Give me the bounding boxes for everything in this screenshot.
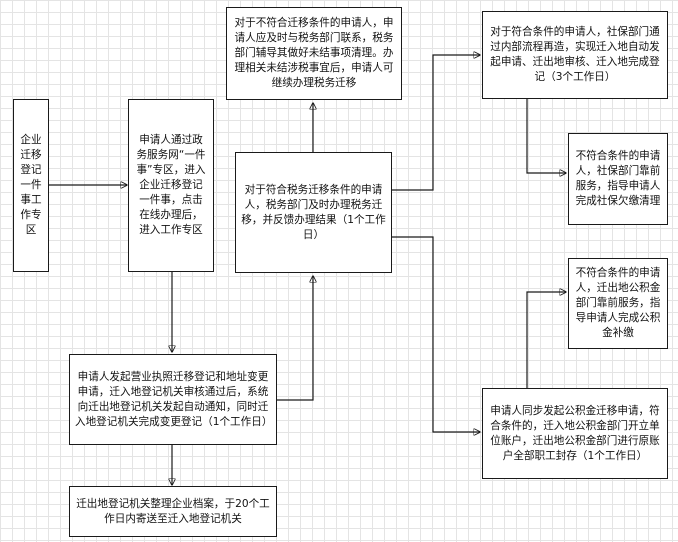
node-archive-transfer: 迁出地登记机关整理企业档案，于20个工作日内寄送至迁入地登记机关: [69, 486, 277, 537]
node-social-security-eligible-text: 对于符合条件的申请人，社保部门通过内部流程再造，实现迁入地自动发起申请、迁出地审…: [490, 26, 660, 83]
node-tax-migration-eligible-text: 对于符合税务迁移条件的申请人，税务部门及时办理税务迁移，并反馈办理结果（1个工作…: [241, 183, 386, 241]
node-tax-migration-ineligible: 对于不符合迁移条件的申请人，申请人应及时与税务部门联系，税务部门辅导其做好未结事…: [226, 7, 402, 100]
arrow-n10-n9: [526, 292, 566, 388]
node-housing-fund-migration: 申请人同步发起公积金迁移申请，符合条件的，迁入地公积金部门开立单位账户，迁出地公…: [482, 388, 668, 479]
node-license-migration-application: 申请人发起营业执照迁移登记和地址变更申请，迁入地登记机关审核通过后，系统向迁出地…: [69, 354, 277, 445]
node-housing-fund-ineligible-text: 不符合条件的申请人，迁出地公积金部门靠前服务，指导申请人完成公积金补缴: [575, 267, 661, 339]
node-social-security-eligible: 对于符合条件的申请人，社保部门通过内部流程再造，实现迁入地自动发起申请、迁出地审…: [482, 11, 668, 99]
node-archive-transfer-text: 迁出地登记机关整理企业档案，于20个工作日内寄送至迁入地登记机关: [76, 497, 270, 525]
node-license-migration-application-text: 申请人发起营业执照迁移登记和地址变更申请，迁入地登记机关审核通过后，系统向迁出地…: [75, 370, 273, 428]
arrow-n5-n10: [392, 236, 480, 432]
node-enterprise-migration-zone: 企业迁移登记一件事工作专区: [13, 99, 49, 272]
node-tax-migration-ineligible-text: 对于不符合迁移条件的申请人，申请人应及时与税务部门联系，税务部门辅导其做好未结事…: [234, 17, 394, 89]
arrow-n5-n7: [392, 55, 480, 191]
node-enter-gov-portal: 申请人通过政务服务网“一件事”专区，进入企业迁移登记一件事，点击在线办理后，进入…: [128, 99, 214, 272]
node-housing-fund-ineligible: 不符合条件的申请人，迁出地公积金部门靠前服务，指导申请人完成公积金补缴: [568, 258, 668, 349]
node-tax-migration-eligible: 对于符合税务迁移条件的申请人，税务部门及时办理税务迁移，并反馈办理结果（1个工作…: [235, 152, 392, 273]
node-social-security-ineligible-text: 不符合条件的申请人，社保部门靠前服务，指导申请人完成社保欠缴清理: [575, 150, 661, 207]
arrow-n3-n5: [277, 276, 313, 401]
node-social-security-ineligible: 不符合条件的申请人，社保部门靠前服务，指导申请人完成社保欠缴清理: [568, 133, 668, 225]
node-enter-gov-portal-text: 申请人通过政务服务网“一件事”专区，进入企业迁移登记一件事，点击在线办理后，进入…: [136, 134, 206, 236]
node-housing-fund-migration-text: 申请人同步发起公积金迁移申请，符合条件的，迁入地公积金部门开立单位账户，迁出地公…: [490, 404, 660, 462]
node-enterprise-migration-zone-text: 企业迁移登记一件事工作专区: [20, 134, 42, 236]
arrow-n7-n8: [526, 99, 566, 173]
